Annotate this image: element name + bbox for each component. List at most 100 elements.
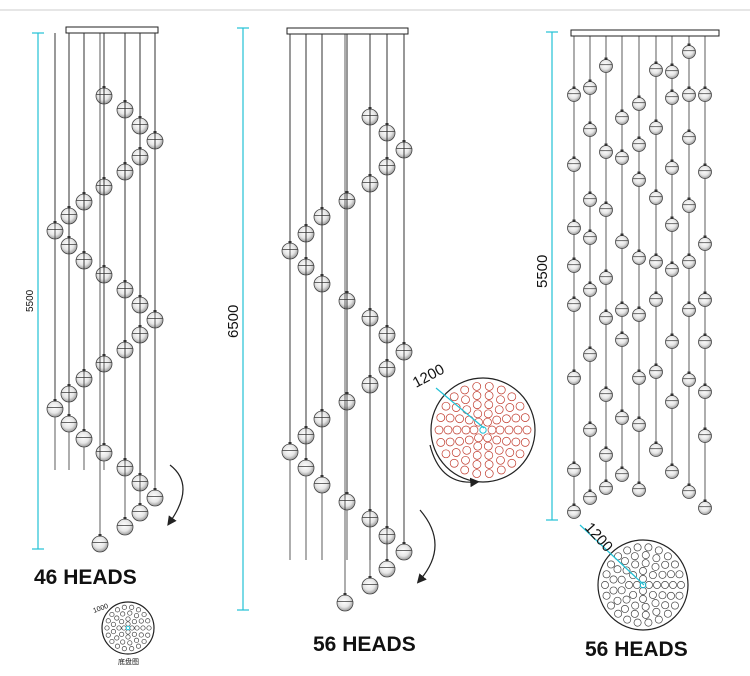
crystal-ball [665, 89, 679, 105]
head-marker [483, 433, 492, 443]
crystal-ball [567, 503, 581, 519]
crystal-ball [567, 156, 581, 172]
head-marker [641, 551, 650, 560]
crystal-ball [698, 499, 712, 515]
head-marker [121, 604, 127, 610]
head-marker [116, 625, 122, 631]
crystal-ball [698, 86, 712, 102]
head-marker [135, 643, 142, 649]
head-marker [515, 449, 525, 459]
crystal-ball [567, 369, 581, 385]
diameter-label: 1200 [581, 519, 616, 555]
head-marker [502, 436, 511, 446]
head-marker [434, 425, 444, 435]
head-marker [472, 460, 482, 469]
head-marker [492, 415, 502, 425]
head-marker [602, 570, 611, 579]
head-marker [652, 554, 661, 563]
crystal-ball [583, 281, 597, 297]
head-marker [127, 640, 133, 646]
head-marker [109, 638, 115, 645]
center-mark [639, 581, 647, 589]
head-marker [507, 458, 517, 468]
head-marker [145, 632, 151, 638]
head-marker [613, 596, 622, 605]
crystal-ball [583, 229, 597, 245]
head-marker [483, 441, 493, 451]
head-marker [473, 441, 483, 451]
crystal-ball [599, 309, 613, 325]
head-marker [507, 392, 517, 402]
head-marker [484, 400, 494, 410]
head-marker [472, 400, 482, 410]
head-marker [494, 405, 504, 415]
head-marker [620, 557, 629, 566]
head-marker [145, 618, 151, 624]
head-marker [125, 616, 131, 622]
head-marker [109, 611, 115, 618]
head-marker [114, 635, 120, 641]
head-marker [629, 571, 638, 580]
top-view-outline [430, 377, 536, 483]
head-marker [129, 604, 135, 610]
head-marker [464, 435, 474, 445]
top-view-diagram [430, 377, 536, 483]
crystal-ball [281, 442, 299, 461]
head-marker [617, 575, 626, 584]
head-marker [135, 607, 142, 613]
head-marker [617, 586, 626, 595]
head-marker [520, 438, 530, 447]
head-marker [131, 631, 137, 637]
head-marker [472, 391, 482, 400]
rotation-arrow-icon [429, 444, 480, 488]
head-marker [675, 570, 684, 579]
panel-3: 5500 56 HEADS 1200 [534, 29, 720, 661]
head-marker [114, 615, 120, 621]
caption: 底盘图 [118, 657, 139, 666]
crystal-ball [682, 301, 696, 317]
head-marker [609, 575, 618, 584]
crystal-ball [649, 61, 663, 77]
head-marker [651, 562, 660, 571]
head-marker [436, 413, 446, 422]
head-marker [133, 613, 140, 619]
crystal-ball [649, 189, 663, 205]
head-marker [455, 436, 464, 446]
head-marker [614, 552, 623, 561]
head-marker [133, 637, 140, 643]
crystal-ball [146, 488, 164, 507]
head-marker [633, 543, 642, 552]
crystal-ball [46, 399, 64, 418]
head-marker [484, 450, 494, 460]
head-marker [494, 445, 504, 455]
diameter-label: 1200 [410, 361, 447, 392]
head-marker [613, 565, 622, 574]
head-marker [644, 543, 653, 552]
head-marker [630, 552, 639, 561]
height-label: 5500 [25, 289, 36, 312]
heads-label: 56 HEADS [585, 638, 688, 661]
crystal-ball [632, 171, 646, 187]
head-marker [658, 570, 667, 579]
crystal-ball [632, 95, 646, 111]
head-marker [631, 560, 640, 569]
crystal-ball [615, 409, 629, 425]
crystal-ball [615, 301, 629, 317]
heads-label: 46 HEADS [34, 566, 137, 589]
head-marker [461, 395, 470, 405]
head-marker [631, 601, 640, 610]
crystal-ball [649, 253, 663, 269]
head-marker [623, 615, 632, 624]
head-marker [443, 425, 453, 435]
crystal-ball [649, 291, 663, 307]
head-marker [663, 552, 672, 561]
crystal-ball [649, 363, 663, 379]
crystal-ball [599, 57, 613, 73]
head-marker [461, 455, 470, 465]
head-marker [138, 632, 144, 638]
head-marker [110, 629, 116, 635]
crystal-ball [338, 492, 356, 511]
head-marker [644, 618, 653, 627]
head-marker [146, 625, 152, 631]
head-marker [119, 619, 125, 625]
